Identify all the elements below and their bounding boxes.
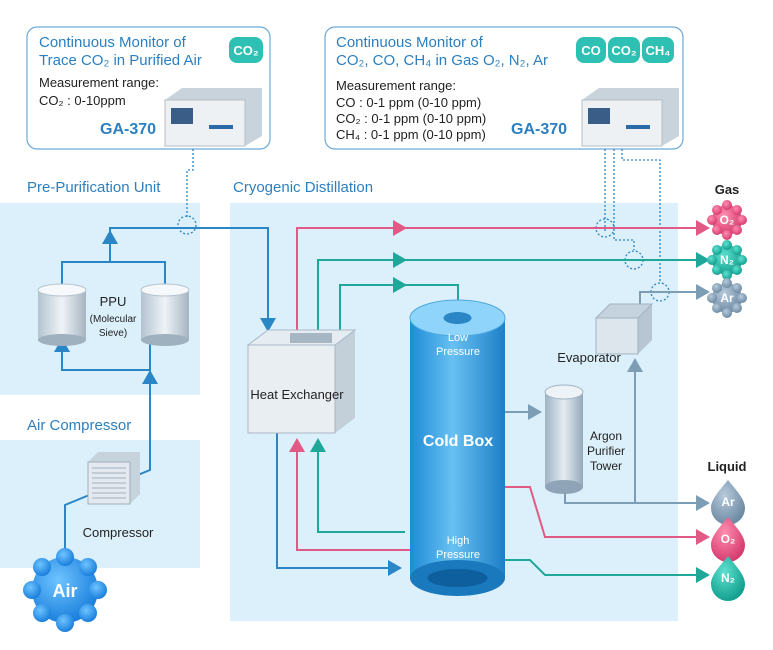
low-pressure-label-1: Low — [448, 332, 468, 344]
high-pressure-label-2: Pressure — [436, 549, 480, 561]
badge-co2-left: CO₂ — [229, 37, 263, 63]
o2-liquid-flow — [505, 486, 710, 545]
o2-flow-to-heat-exchanger — [289, 438, 410, 551]
o2-gas-flow — [296, 220, 407, 330]
ppu-sub-label-1: (Molecular — [90, 314, 137, 325]
monitor-right-range-ch4: CH₄ : 0-1 ppm (0-10 ppm) — [336, 127, 486, 142]
gas-output-label: Gas — [715, 182, 740, 197]
ppu-label: PPU — [100, 294, 127, 309]
liquid-ar-icon — [711, 480, 745, 525]
ar-liquid-flow — [564, 490, 710, 511]
gas-o2-icon — [707, 200, 747, 240]
evaporator-label: Evaporator — [557, 350, 621, 365]
liquid-ar-label: Ar — [721, 495, 735, 509]
section-cryogenic: Cryogenic Distillation — [233, 179, 374, 196]
n2-liquid-flow — [505, 559, 710, 583]
sample-line-n2 — [613, 149, 635, 250]
sample-line-ar — [621, 149, 661, 283]
sample-point-left — [177, 215, 197, 235]
monitor-right-model: GA-370 — [511, 121, 568, 138]
air-flow-to-cold-box — [276, 430, 402, 576]
analyzer-left-icon — [164, 88, 262, 147]
section-air-compressor: Air Compressor — [27, 417, 132, 434]
liquid-o2-label: O₂ — [721, 532, 736, 546]
monitor-right-range-co: CO : 0-1 ppm (0-10 ppm) — [336, 95, 482, 110]
sample-line-left — [186, 149, 194, 217]
monitor-left-title: Continuous Monitor of Trace CO₂ in Purif… — [39, 34, 202, 70]
compressor-label: Compressor — [83, 525, 154, 540]
ppu-right-cylinder — [140, 283, 190, 346]
gas-o2-label: O₂ — [720, 213, 735, 227]
liquid-o2-icon — [711, 517, 745, 562]
argon-tower-label-3: Tower — [590, 459, 622, 473]
gas-n2-label: N₂ — [720, 253, 734, 267]
badge-co2: CO₂ — [608, 37, 640, 63]
evaporator-icon — [594, 303, 654, 355]
high-pressure-label-1: High — [447, 535, 470, 547]
monitor-right-range-label: Measurement range: — [336, 78, 456, 93]
monitor-right-title-line-2: CO₂, CO, CH₄ in Gas O₂, N₂, Ar — [336, 52, 548, 69]
liquid-n2-label: N₂ — [721, 571, 735, 585]
air-source-icon — [23, 548, 107, 632]
badge-ch4: CH₄ — [642, 37, 674, 63]
ppu-sub-label-2: Sieve) — [99, 328, 127, 339]
n2-flow-to-heat-exchanger — [310, 438, 405, 533]
gas-ar-icon — [707, 278, 747, 318]
cold-box-icon — [409, 299, 506, 596]
air-flow-ppu-top — [61, 261, 166, 290]
liquid-output-label: Liquid — [708, 459, 747, 474]
heat-exchanger-label: Heat Exchanger — [250, 387, 344, 402]
low-pressure-label-2: Pressure — [436, 346, 480, 358]
liquid-n2-icon — [711, 556, 745, 601]
gas-ar-label: Ar — [720, 291, 734, 305]
monitor-right-range-list: CO : 0-1 ppm (0-10 ppm) CO₂ : 0-1 ppm (0… — [336, 95, 486, 143]
argon-tower-label-1: Argon — [590, 429, 622, 443]
air-flow-to-heat-exchanger — [109, 227, 276, 332]
gas-n2-icon — [707, 240, 747, 280]
monitor-left-range-label: Measurement range: — [39, 75, 159, 90]
monitor-left-model: GA-370 — [100, 121, 157, 138]
monitor-right-title-line-1: Continuous Monitor of — [336, 34, 483, 51]
compressor-icon — [87, 452, 140, 505]
ppu-left-cylinder — [37, 283, 87, 346]
monitor-left-range-value: CO₂ : 0-10ppm — [39, 93, 126, 108]
heat-exchanger-icon — [246, 329, 357, 434]
air-source-label: Air — [52, 581, 77, 601]
n2-gas-flow — [317, 252, 407, 330]
argon-tower-icon — [544, 384, 584, 494]
argon-tower-label-2: Purifier — [587, 444, 625, 458]
monitor-right-range-co2: CO₂ : 0-1 ppm (0-10 ppm) — [336, 111, 487, 126]
cold-box-label: Cold Box — [423, 433, 493, 450]
monitor-left-title-line-1: Continuous Monitor of — [39, 34, 186, 51]
badge-co: CO — [576, 37, 606, 63]
monitor-right-title: Continuous Monitor of CO₂, CO, CH₄ in Ga… — [336, 34, 548, 70]
analyzer-right-icon — [581, 88, 679, 147]
monitor-left-title-line-2: Trace CO₂ in Purified Air — [39, 52, 202, 69]
section-pre-purification: Pre-Purification Unit — [27, 179, 161, 196]
